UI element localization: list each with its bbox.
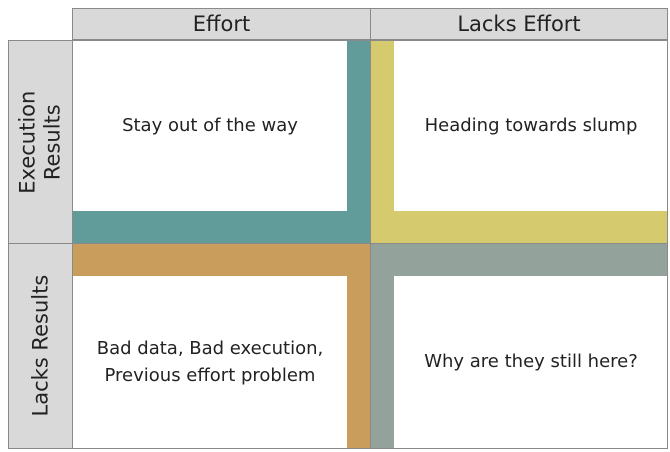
quadrant-top-right-label: Heading towards slump: [424, 114, 638, 136]
column-header-effort-label: Effort: [192, 12, 251, 36]
quadrant-bottom-left-horizontal-band: [73, 244, 370, 276]
column-header-lacks-effort-label: Lacks Effort: [457, 12, 581, 36]
quadrant-top-left-text: Stay out of the way: [73, 41, 347, 211]
quadrant-bottom-left-line2: Previous effort problem: [104, 364, 316, 386]
quadrant-bottom-left-text: Bad data, Bad execution, Previous effort…: [73, 277, 347, 448]
column-header-lacks-effort: Lacks Effort: [370, 8, 668, 40]
column-header-effort: Effort: [72, 8, 371, 40]
quadrant-top-right-vertical-band: [371, 41, 394, 243]
row-header-execution-results: Execution Results: [8, 40, 73, 244]
quadrant-bottom-right: Why are they still here?: [370, 243, 668, 449]
quadrant-bottom-right-vertical-band: [371, 244, 394, 448]
quadrant-top-right: Heading towards slump: [370, 40, 668, 244]
quadrant-bottom-right-label: Why are they still here?: [424, 351, 638, 373]
quadrant-bottom-right-horizontal-band: [371, 244, 667, 276]
row-header-lacks-results-label: Lacks Results: [27, 275, 52, 417]
row-header-execution-line2: Results: [40, 104, 65, 180]
quadrant-bottom-left-line1: Bad data, Bad execution,: [96, 338, 324, 360]
row-header-execution-line1: Execution: [15, 90, 40, 194]
row-header-lacks-results: Lacks Results: [8, 243, 73, 449]
quadrant-bottom-right-text: Why are they still here?: [395, 277, 667, 448]
quadrant-top-right-horizontal-band: [371, 211, 667, 243]
quadrant-top-left-label: Stay out of the way: [122, 114, 298, 136]
row-header-execution-results-label: Execution Results: [15, 90, 65, 193]
quadrant-top-left: Stay out of the way: [72, 40, 371, 244]
quadrant-top-right-text: Heading towards slump: [395, 41, 667, 211]
quadrant-top-left-vertical-band: [347, 41, 370, 243]
quadrant-top-left-horizontal-band: [73, 211, 370, 243]
quadrant-bottom-left-vertical-band: [347, 244, 370, 448]
quadrant-bottom-left: Bad data, Bad execution, Previous effort…: [72, 243, 371, 449]
